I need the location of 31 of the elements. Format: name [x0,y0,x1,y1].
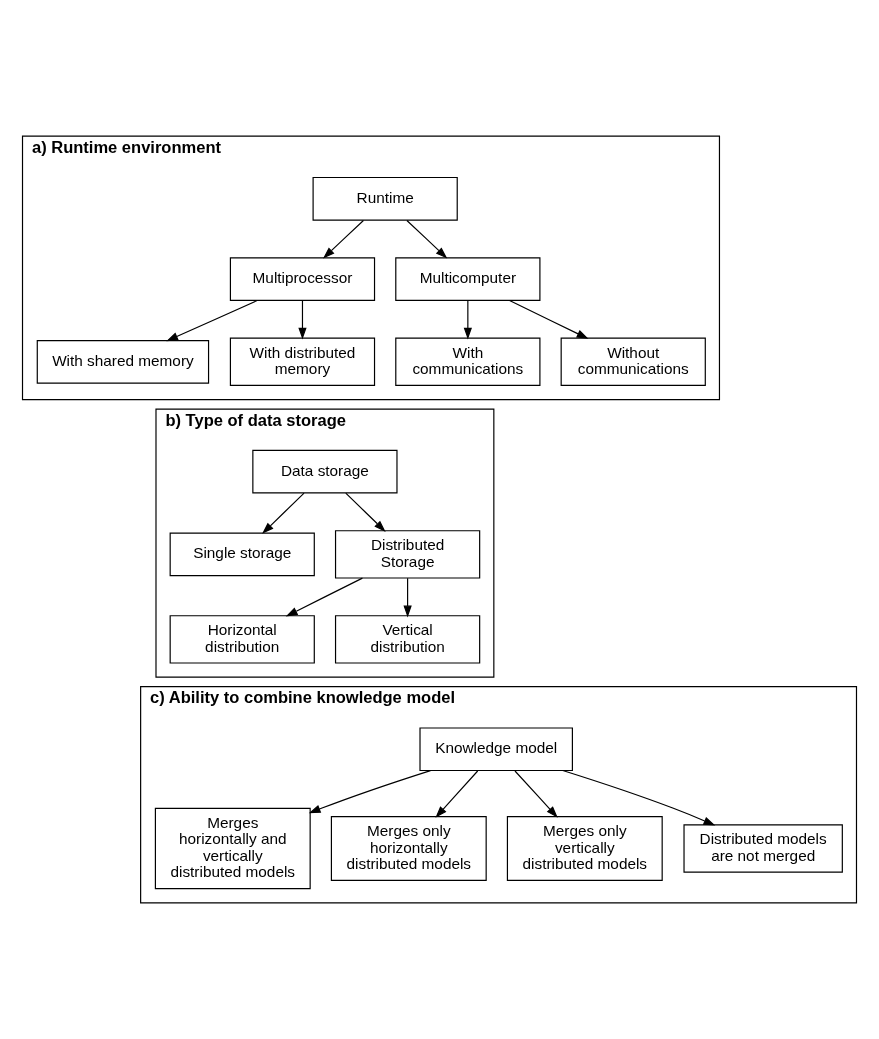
node-box: Runtime [312,176,458,221]
arrow [435,770,479,818]
arrow [514,770,558,818]
node-box: Data storage [252,449,398,494]
node-box: With distributed memory [229,337,376,386]
node-box: Multiprocessor [229,257,376,301]
node-box: With shared memory [36,339,210,384]
arrow [166,299,258,342]
arrow [562,769,716,826]
node-box: Distributed Storage [334,530,481,579]
node-box: Knowledge model [419,727,573,772]
node-box: Merges only horizontally distributed models [330,816,487,881]
arrow [262,492,305,534]
arrow [298,299,307,340]
arrow [345,492,386,532]
node-box: Single storage [169,532,315,577]
node-box: Merges horizontally and vertically distributed models [154,807,311,890]
arrow [323,219,365,259]
node-box: Horizontal distribution [169,615,315,664]
arrow [285,577,363,617]
node-box: With communications [395,337,541,386]
arrow [509,299,589,339]
arrow [406,219,448,259]
node-box: Without communications [560,337,706,386]
arrow [308,770,432,814]
arrow [463,299,472,340]
node-box: Distributed models are not merged [683,824,843,873]
node-box: Multicomputer [395,257,541,301]
node-box: Vertical distribution [334,615,481,664]
arrow [403,577,412,618]
node-box: Merges only vertically distributed models [506,816,663,881]
